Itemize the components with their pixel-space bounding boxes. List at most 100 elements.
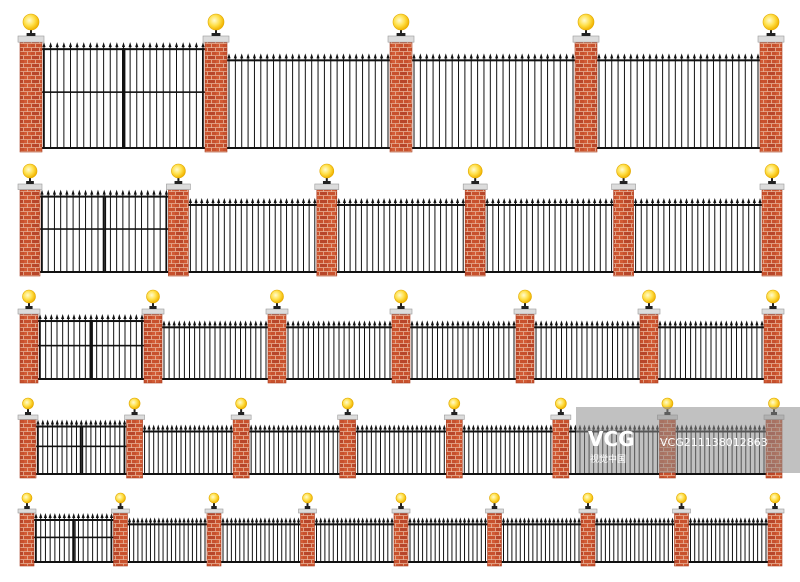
spear-tip xyxy=(59,189,63,195)
pillar-cap xyxy=(485,508,504,514)
spear-tip xyxy=(187,320,192,326)
pillar-cap xyxy=(757,35,785,43)
spear-tip xyxy=(264,320,268,326)
spear-tip xyxy=(476,424,480,430)
spear-tip xyxy=(291,53,295,59)
spear-tip xyxy=(259,53,263,59)
pillar-cap xyxy=(265,308,289,315)
spear-tip xyxy=(713,197,717,203)
spear-tip xyxy=(662,517,666,523)
spear-tip xyxy=(134,314,138,320)
spear-tip xyxy=(492,320,496,326)
spear-tip xyxy=(250,517,254,523)
spear-tip xyxy=(479,517,483,523)
lamp-post xyxy=(493,503,496,506)
pillar-cap xyxy=(513,308,537,315)
spear-tip xyxy=(490,424,494,430)
lamp-post xyxy=(680,503,683,506)
spear-tip xyxy=(469,53,473,59)
spear-tip xyxy=(356,424,360,430)
spear-tip xyxy=(750,53,754,59)
brick-pillar xyxy=(550,397,572,479)
spear-tip xyxy=(610,197,614,203)
spear-tip xyxy=(198,320,202,326)
pillar-cap xyxy=(124,414,145,420)
spear-tip xyxy=(271,517,275,523)
spear-tip xyxy=(558,53,562,59)
spear-tip xyxy=(233,517,238,523)
bottom-rail xyxy=(597,147,760,149)
spear-tip xyxy=(420,517,425,523)
spear-tip xyxy=(332,320,336,326)
spear-tip xyxy=(238,320,243,326)
spear-tip xyxy=(631,320,635,326)
spear-tip xyxy=(564,197,568,203)
pillar-body xyxy=(674,513,689,566)
spear-tip xyxy=(369,517,373,523)
spear-tip xyxy=(327,424,331,430)
spear-tip xyxy=(273,197,277,203)
brick-pillar xyxy=(17,492,37,567)
spear-tip xyxy=(284,53,288,59)
spear-tip xyxy=(435,320,440,326)
fence-panel xyxy=(688,517,768,563)
spear-tip xyxy=(604,197,608,203)
spear-tip xyxy=(284,197,289,203)
spear-tip xyxy=(279,197,283,203)
spear-tip xyxy=(108,189,113,195)
lamp-post xyxy=(524,303,526,306)
pillar-body xyxy=(516,314,534,383)
bottom-rail xyxy=(462,473,553,475)
spear-tip xyxy=(46,189,50,195)
spear-tip xyxy=(420,320,424,326)
spear-tip xyxy=(667,197,672,203)
spear-tip xyxy=(95,513,99,518)
spear-tip xyxy=(668,320,672,326)
pillar-body xyxy=(394,513,408,566)
spear-tip xyxy=(281,424,285,430)
spear-tip xyxy=(227,53,231,59)
spear-tip xyxy=(153,517,157,523)
spear-tip xyxy=(98,419,103,425)
brick-pillar xyxy=(111,492,130,567)
spear-tip xyxy=(127,517,132,523)
spear-tip xyxy=(422,197,426,203)
spear-tip xyxy=(610,320,615,326)
spear-tip xyxy=(747,517,751,523)
spear-tip xyxy=(148,517,153,523)
spear-tip xyxy=(433,517,437,523)
spear-tip xyxy=(696,197,700,203)
spear-tip xyxy=(188,197,192,203)
spear-tip xyxy=(290,424,294,430)
spear-tip xyxy=(102,42,106,48)
lamp-globe-icon xyxy=(392,13,410,31)
lamp-base xyxy=(24,412,32,415)
lamp-base xyxy=(491,506,498,509)
spear-tip xyxy=(65,189,69,195)
spear-tip xyxy=(600,320,604,326)
spear-tip xyxy=(34,513,38,518)
spear-tip xyxy=(709,320,713,326)
spear-tip xyxy=(724,320,728,326)
fence-panel xyxy=(355,424,447,475)
spear-tip xyxy=(522,517,527,523)
spear-tip xyxy=(544,320,548,326)
spear-tip xyxy=(122,419,127,425)
pillar-cap xyxy=(17,308,41,315)
spear-tip xyxy=(559,320,564,326)
spear-tip xyxy=(84,419,88,425)
spear-tip xyxy=(190,517,195,523)
spear-tip xyxy=(456,53,461,59)
spear-tip xyxy=(203,320,207,326)
lamp-globe-icon xyxy=(208,492,220,504)
watermark-backdrop xyxy=(576,407,800,473)
spear-tip xyxy=(620,517,624,523)
lamp-globe-icon xyxy=(22,13,40,31)
spear-tip xyxy=(656,197,660,203)
lamp-base xyxy=(557,412,564,415)
lamp-base xyxy=(344,412,351,415)
spear-tip xyxy=(146,189,150,195)
spear-tip xyxy=(610,53,614,59)
pillar-body xyxy=(268,314,286,383)
spear-tip xyxy=(303,53,307,59)
